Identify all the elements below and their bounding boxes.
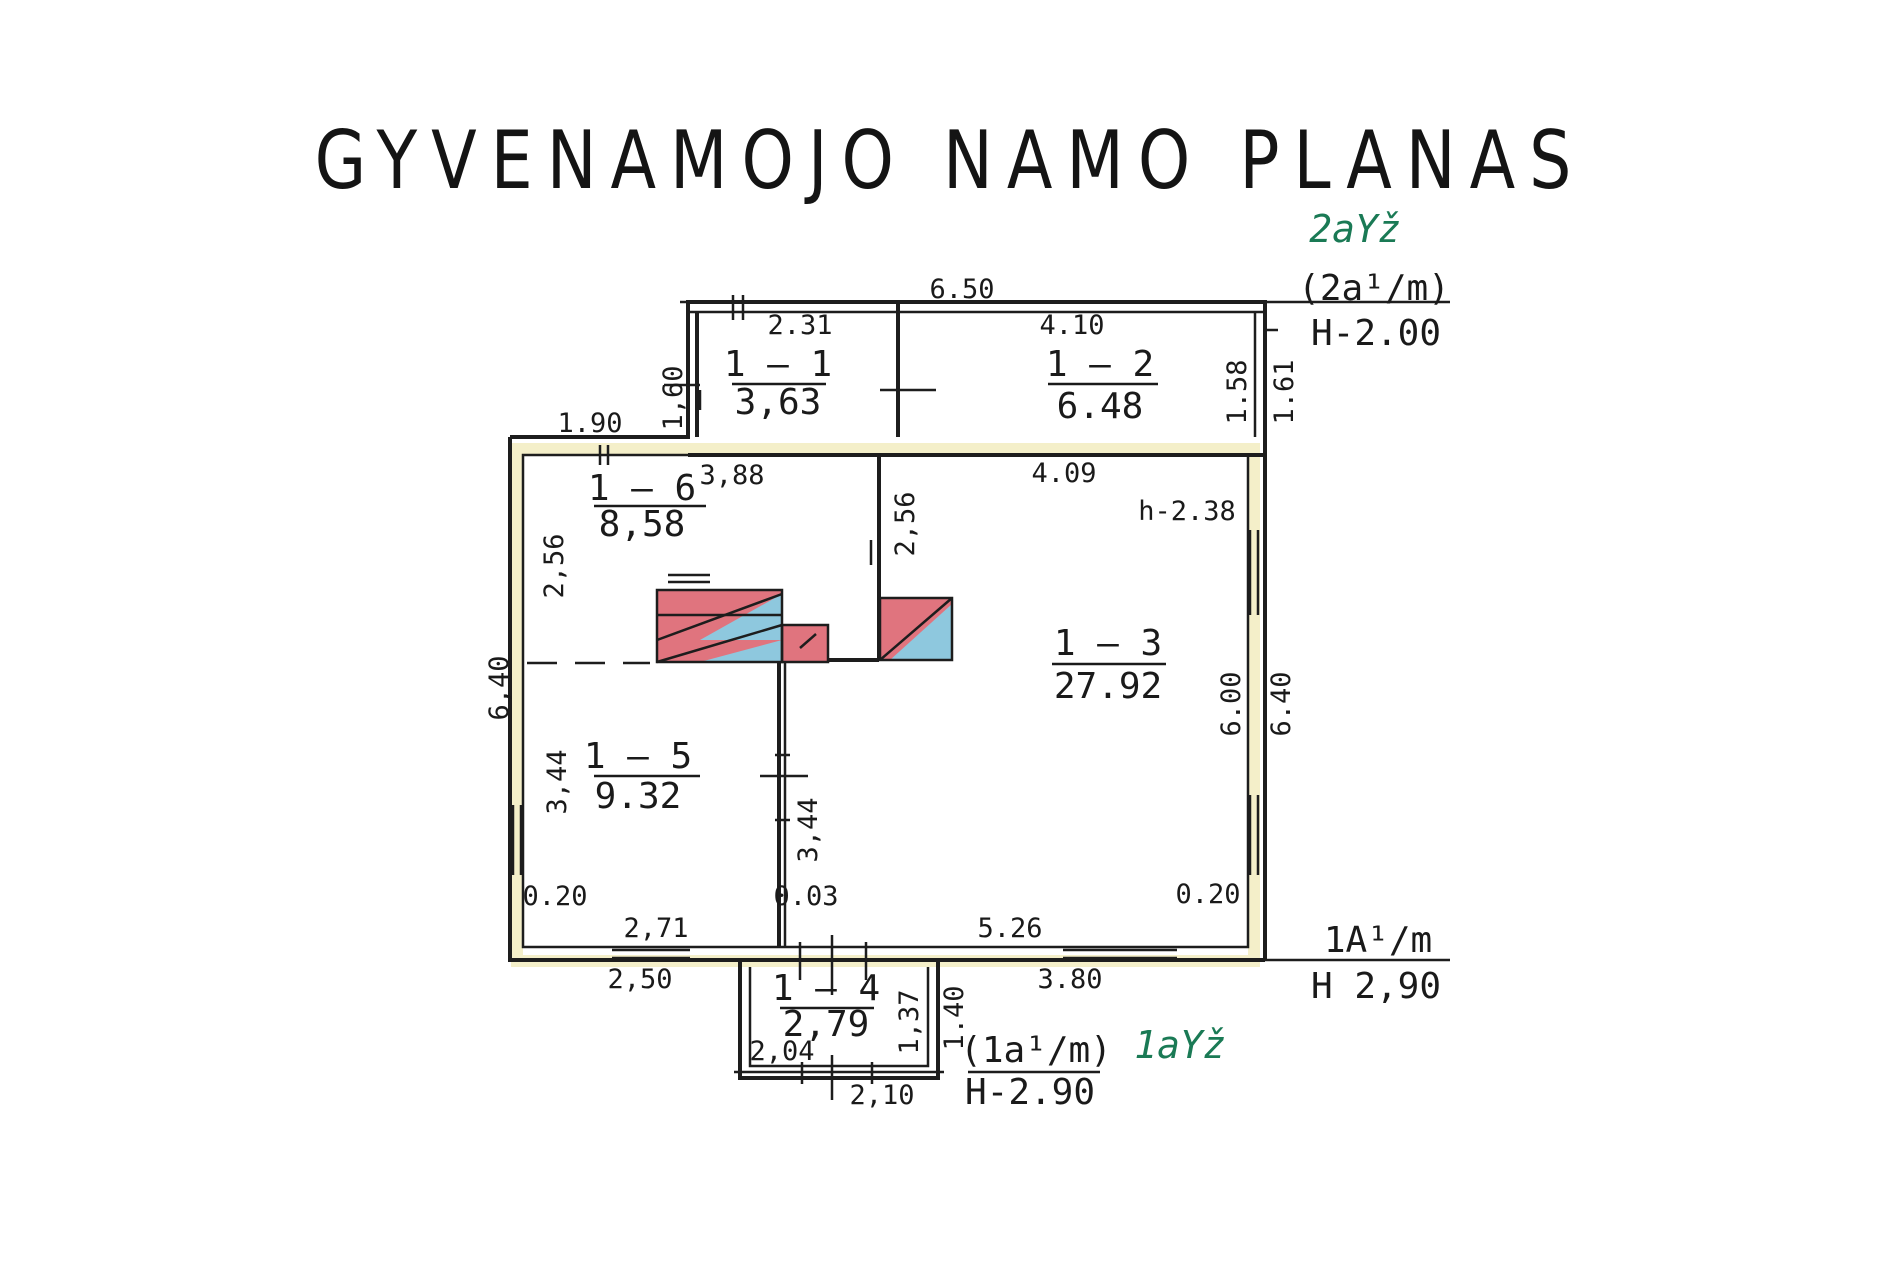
svg-text:6.48: 6.48 <box>1057 386 1144 427</box>
svg-text:6,40: 6,40 <box>484 655 515 720</box>
svg-text:3,44: 3,44 <box>542 749 573 814</box>
svg-text:2,79: 2,79 <box>783 1004 870 1045</box>
porch-marker: (1a¹/m) 1aYž H-2.90 <box>960 1023 1226 1113</box>
svg-text:1.58: 1.58 <box>1222 359 1253 424</box>
svg-text:5.26: 5.26 <box>977 913 1042 944</box>
svg-text:3.80: 3.80 <box>1037 964 1102 995</box>
svg-text:(1a¹/m): (1a¹/m) <box>960 1030 1112 1071</box>
svg-text:h-2.38: h-2.38 <box>1138 496 1236 527</box>
extension-marker: 2aYž (2a¹/m) H-2.00 <box>1298 207 1450 354</box>
porch-walls <box>734 960 944 1080</box>
window-ticks <box>511 295 1450 1100</box>
svg-text:0.03: 0.03 <box>773 881 838 912</box>
svg-text:1 – 4: 1 – 4 <box>772 968 880 1009</box>
svg-text:2,71: 2,71 <box>623 913 688 944</box>
plan-title: GYVENAMOJO NAMO PLANAS <box>314 114 1586 208</box>
svg-text:0.20: 0.20 <box>522 881 587 912</box>
svg-text:1A¹/m: 1A¹/m <box>1324 920 1432 961</box>
dimension-labels: 6.50 2.31 4.10 1.90 3,88 4.09 h-2.38 0.2… <box>484 274 1300 1111</box>
svg-text:4.10: 4.10 <box>1039 310 1104 341</box>
stove-left <box>655 573 830 664</box>
svg-text:3,88: 3,88 <box>699 460 764 491</box>
svg-text:3,63: 3,63 <box>735 382 822 423</box>
svg-text:8,58: 8,58 <box>599 504 686 545</box>
svg-text:2aYž: 2aYž <box>1309 207 1401 251</box>
room-1-2: 1 – 2 6.48 <box>1046 344 1158 427</box>
svg-text:0.20: 0.20 <box>1175 879 1240 910</box>
main-building-marker: 1A¹/m H 2,90 <box>1311 920 1441 1007</box>
svg-text:3,44: 3,44 <box>793 797 824 862</box>
svg-text:H 2,90: H 2,90 <box>1311 966 1441 1007</box>
svg-text:2,04: 2,04 <box>749 1036 814 1067</box>
outer-walls <box>508 300 1267 962</box>
svg-text:H-2.00: H-2.00 <box>1311 313 1441 354</box>
svg-text:1.40: 1.40 <box>939 985 970 1050</box>
svg-text:4.09: 4.09 <box>1031 458 1096 489</box>
svg-text:2,10: 2,10 <box>849 1080 914 1111</box>
room-1-1: 1 – 1 3,63 <box>724 344 832 423</box>
svg-text:1 – 5: 1 – 5 <box>584 736 692 777</box>
svg-text:6.40: 6.40 <box>1266 671 1297 736</box>
svg-text:1 – 2: 1 – 2 <box>1046 344 1154 385</box>
room-1-6: 1 – 6 8,58 <box>588 468 706 545</box>
room-1-3: 1 – 3 27.92 <box>1052 623 1166 707</box>
stove-right <box>878 596 954 662</box>
svg-text:2,56: 2,56 <box>890 491 921 556</box>
room-1-5: 1 – 5 9.32 <box>584 736 700 817</box>
svg-text:2,56: 2,56 <box>539 533 570 598</box>
svg-text:9.32: 9.32 <box>595 776 682 817</box>
svg-text:1aYž: 1aYž <box>1134 1023 1226 1067</box>
svg-text:6.00: 6.00 <box>1216 671 1247 736</box>
svg-text:(2a¹/m): (2a¹/m) <box>1298 268 1450 309</box>
svg-text:1,37: 1,37 <box>894 989 925 1054</box>
svg-text:2.31: 2.31 <box>767 310 832 341</box>
svg-text:H-2.90: H-2.90 <box>965 1072 1095 1113</box>
svg-text:2,50: 2,50 <box>607 964 672 995</box>
svg-text:1 – 3: 1 – 3 <box>1054 623 1162 664</box>
svg-text:1.90: 1.90 <box>557 408 622 439</box>
svg-text:27.92: 27.92 <box>1054 666 1162 707</box>
svg-text:6.50: 6.50 <box>929 274 994 305</box>
svg-text:1 – 6: 1 – 6 <box>588 468 696 509</box>
interior-partitions <box>527 455 881 947</box>
room-1-4: 1 – 4 2,79 <box>772 968 880 1045</box>
svg-text:1 – 1: 1 – 1 <box>724 344 832 385</box>
svg-text:1.61: 1.61 <box>1269 359 1300 424</box>
svg-text:1,60: 1,60 <box>658 365 689 430</box>
